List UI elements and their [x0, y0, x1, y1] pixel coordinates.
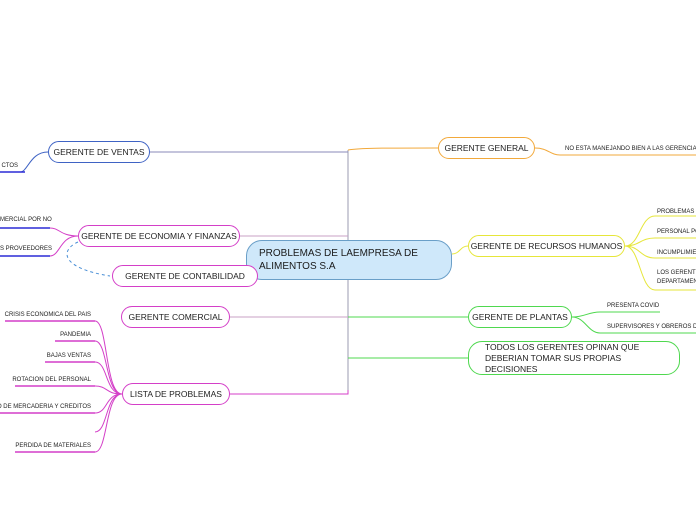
- connector-general-leaf: [534, 147, 696, 156]
- leaf-problemas-2: BAJAS VENTAS: [46, 353, 91, 359]
- node-gerente-economia-label: GERENTE DE ECONOMIA Y FINANZAS: [81, 231, 237, 241]
- connector-general: [347, 147, 439, 151]
- node-gerente-contabilidad[interactable]: GERENTE DE CONTABILIDAD: [112, 265, 258, 287]
- node-gerente-ventas[interactable]: GERENTE DE VENTAS: [48, 141, 150, 163]
- leaf-ventas-0: CTOS: [1, 163, 18, 169]
- connector-plantas-leaves: [571, 311, 696, 334]
- underline-problemas-leaves: [0, 320, 95, 453]
- node-gerente-comercial-label: GERENTE COMERCIAL: [128, 312, 223, 322]
- leaf-rrhh-0: PROBLEMAS C: [657, 209, 696, 215]
- connector-rrhh-leaves: [624, 215, 696, 291]
- leaf-rrhh-4: DEPARTAMEN: [657, 279, 696, 285]
- central-topic-text: PROBLEMAS DE LAEMPRESA DE ALIMENTOS S.A: [259, 247, 418, 273]
- node-todos-gerentes-line1: TODOS LOS GERENTES OPINAN QUE: [485, 341, 640, 352]
- node-gerente-economia[interactable]: GERENTE DE ECONOMIA Y FINANZAS: [78, 225, 240, 247]
- connector-economia-leaf1: [0, 227, 79, 237]
- leaf-problemas-4: TO DE MERCADERIA Y CREDITOS: [0, 404, 91, 410]
- node-gerente-rrhh[interactable]: GERENTE DE RECURSOS HUMANOS: [468, 235, 625, 257]
- node-todos-gerentes-text: TODOS LOS GERENTES OPINAN QUE DEBERIAN T…: [485, 342, 663, 375]
- leaf-problemas-5: PERDIDA DE MATERIALES: [15, 443, 91, 449]
- node-gerente-general-label: GERENTE GENERAL: [444, 143, 529, 153]
- leaf-problemas-3: ROTACION DEL PERSONAL: [12, 377, 91, 383]
- connector-problemas: [230, 390, 349, 395]
- leaf-general-0: NO ESTA MANEJANDO BIEN A LAS GERENCIAS: [565, 146, 696, 152]
- leaf-rrhh-3: LOS GERENTE: [657, 270, 696, 276]
- node-gerente-comercial[interactable]: GERENTE COMERCIAL: [121, 306, 230, 328]
- leaf-economia-0: MERCIAL POR NO: [0, 217, 52, 223]
- connector-contabilidad: [66, 241, 111, 277]
- node-gerente-plantas-label: GERENTE DE PLANTAS: [472, 312, 568, 322]
- connector-problemas-leaves: [94, 320, 123, 453]
- leaf-rrhh-2: INCUMPLIMIE: [657, 250, 696, 256]
- central-topic-line1: PROBLEMAS DE LAEMPRESA DE: [259, 248, 418, 259]
- central-topic-line2: ALIMENTOS S.A: [259, 261, 336, 272]
- leaf-rrhh-1: PERSONAL PO: [657, 229, 696, 235]
- node-lista-problemas-label: LISTA DE PROBLEMAS: [130, 389, 222, 399]
- leaf-economia-1: S PROVEEDORES: [0, 246, 53, 252]
- node-todos-gerentes-line2: DEBERIAN TOMAR SUS PROPIAS DECISIONES: [485, 352, 622, 374]
- central-topic[interactable]: PROBLEMAS DE LAEMPRESA DE ALIMENTOS S.A: [246, 240, 452, 280]
- node-gerente-general[interactable]: GERENTE GENERAL: [438, 137, 535, 159]
- leaf-plantas-1: SUPERVISORES Y OBREROS DES: [607, 324, 696, 330]
- leaf-plantas-0: PRESENTA COVID: [607, 303, 660, 309]
- node-lista-problemas[interactable]: LISTA DE PROBLEMAS: [122, 383, 230, 405]
- node-gerente-ventas-label: GERENTE DE VENTAS: [53, 147, 145, 157]
- node-todos-gerentes[interactable]: TODOS LOS GERENTES OPINAN QUE DEBERIAN T…: [468, 341, 680, 375]
- node-gerente-rrhh-label: GERENTE DE RECURSOS HUMANOS: [470, 241, 623, 251]
- leaf-problemas-0: CRISIS ECONOMICA DEL PAIS: [4, 312, 91, 318]
- node-gerente-plantas[interactable]: GERENTE DE PLANTAS: [468, 306, 572, 328]
- node-gerente-contabilidad-label: GERENTE DE CONTABILIDAD: [125, 271, 245, 281]
- leaf-problemas-1: PANDEMIA: [60, 332, 91, 338]
- connector-economia-leaf2: [0, 235, 79, 257]
- connector-central-rrhh: [451, 245, 469, 255]
